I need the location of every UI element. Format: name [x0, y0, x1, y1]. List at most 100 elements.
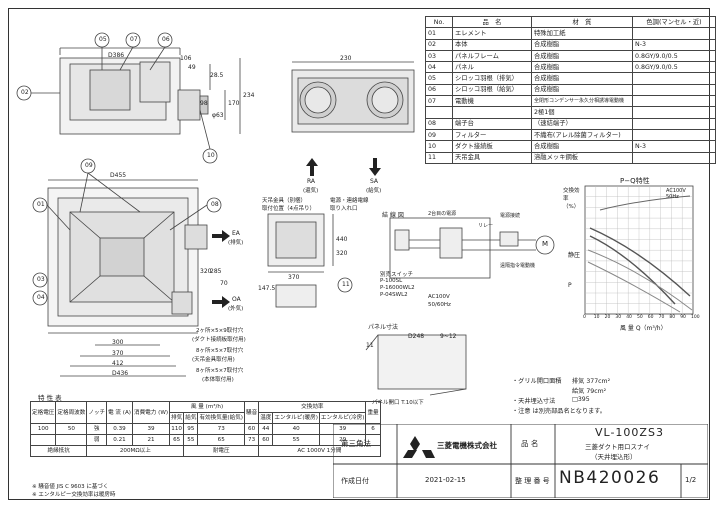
pq-xtick-label: 0 — [583, 315, 586, 320]
parts-cell: 合成樹脂 — [531, 49, 633, 63]
title-block: 第三角法 三菱電機株式会社 品 名 VL-100ZS3 三菱ダクト用ロスナイ （… — [333, 424, 708, 498]
parts-cell: フィルター — [452, 128, 532, 142]
parts-header-cell: No. — [425, 15, 453, 29]
parts-cell — [452, 106, 532, 119]
panel-title: パネル寸法 — [368, 324, 399, 331]
sa-label: SA — [370, 178, 379, 185]
parts-cell: エレメント — [452, 27, 532, 40]
parts-cell: 合成樹脂 — [531, 61, 633, 74]
wiring-relay: リレー — [478, 223, 494, 229]
tb-date: 2021-02-15 — [425, 476, 466, 484]
callout-08: 08 — [211, 201, 219, 208]
parts-cell: 0.8GY/9.0/0.5 — [632, 49, 716, 63]
parts-cell: 合成樹脂 — [531, 140, 633, 153]
wiring-sw2: P-16000WL2 — [380, 285, 415, 291]
spec-cell — [55, 434, 88, 446]
pq-xtick-label: 40 — [626, 315, 632, 320]
tb-number: NB420026 — [559, 468, 661, 488]
spec-cell: 交換効率 — [258, 401, 367, 413]
parts-header-cell: 品 名 — [452, 15, 532, 29]
parts-header-row: No.品 名材 質色調(マンセル・近) — [425, 15, 716, 29]
callout-04: 04 — [37, 294, 45, 301]
panel-d248: D248 — [408, 333, 425, 340]
callout-06: 06 — [162, 36, 170, 43]
wiring-cap2: 遠隔指令電動機 — [500, 263, 536, 269]
hole3-sub: (本体取付用) — [202, 377, 234, 383]
callout-11: 11 — [342, 281, 350, 288]
wiring-title: 結 線 図 — [382, 212, 404, 219]
spec-cell: 44 — [258, 423, 274, 435]
parts-cell: 電動機 — [452, 95, 532, 108]
pq-xtick-label: 70 — [658, 315, 665, 320]
spec-cell: 50 — [55, 423, 88, 435]
hanger-power2: 取り入れ口 — [330, 206, 358, 212]
parts-cell — [632, 128, 716, 142]
spec-cell: 弱 — [86, 434, 108, 446]
parts-header-cell: 材 質 — [531, 15, 633, 29]
hole1-note: 2ヶ所×5×9取付穴 — [196, 328, 244, 334]
pq-xtick-label: 80 — [669, 315, 676, 320]
parts-cell: シロッコ羽根（給気） — [452, 83, 532, 97]
spec-cell: 200MΩ以上 — [86, 445, 185, 457]
dim-70: 70 — [220, 280, 228, 287]
spec-foot3: ※ エンタルピー交換効率は暖房時 — [32, 492, 116, 498]
parts-cell: N-3 — [632, 140, 716, 153]
spec-cell: 給気 — [183, 412, 199, 424]
parts-cell: 全閉形コンデンサー永久分相誘導電動機 — [531, 95, 633, 108]
spec-header-row: 排気給気有効換気量(給気)温度エンタルピ(暖房)エンタルピ(冷房) — [31, 412, 381, 424]
grill-line2-val: □395 — [572, 396, 590, 403]
parts-cell: 天吊金具 — [452, 151, 532, 164]
grill-line1-a: 排気 377cm² — [572, 378, 611, 385]
parts-cell: シロッコ羽根（排気） — [452, 72, 532, 85]
parts-cell: パネルフレーム — [452, 49, 532, 63]
drawing-frame — [8, 8, 710, 500]
pq-ylabel2: 静圧 — [568, 252, 581, 259]
wiring-sw3: P-04SWL2 — [380, 292, 408, 298]
hanger-370: 370 — [288, 274, 300, 281]
spec-cell: エンタルピ(暖房) — [272, 412, 320, 424]
dim-285b: 285 — [210, 268, 222, 275]
parts-cell — [632, 27, 716, 40]
spec-cell: 73 — [243, 434, 260, 446]
pq-title: P−Q特性 — [620, 177, 650, 185]
dim-370: 370 — [112, 350, 124, 357]
grill-line1-b: 給気 79cm² — [572, 388, 607, 395]
dim-d436: D436 — [112, 370, 129, 377]
pq-xtick-label: 30 — [615, 315, 622, 320]
wiring-hz: 50/60Hz — [428, 302, 451, 308]
parts-cell: 合成樹脂 — [531, 38, 633, 51]
spec-cell: 重量 — [365, 401, 381, 424]
parts-cell — [632, 117, 716, 130]
hole1-sub: (ダクト接続板取付用) — [192, 337, 246, 343]
grill-line1-label: ・グリル開口面積 — [512, 378, 562, 385]
tb-company: 三菱電機株式会社 — [437, 441, 497, 450]
hanger-320: 320 — [336, 250, 348, 257]
spec-cell: 有効換気量(給気) — [197, 412, 245, 424]
hole2-note: 8ヶ所×5×7取付穴 — [196, 348, 244, 354]
spec-cell: 39 — [131, 423, 171, 435]
ea-arrow-icon — [212, 230, 230, 242]
parts-row: 2極1個 — [425, 106, 716, 119]
spec-cell: 風 量 (m³/h) — [169, 401, 245, 413]
dim-300: 300 — [112, 339, 124, 346]
parts-cell: 06 — [425, 83, 453, 97]
tb-model: VL-100ZS3 — [595, 426, 664, 439]
spec-cell: 65 — [197, 434, 245, 446]
parts-cell: ダクト接続板 — [452, 140, 532, 153]
spec-cell: 73 — [197, 423, 245, 435]
grill-line3: ・注意 は別売部品名となります。 — [512, 408, 606, 415]
dim-285: 28.5 — [210, 72, 224, 79]
pq-xtick-label: 100 — [691, 315, 700, 320]
spec-cell: 0.39 — [106, 423, 133, 435]
pq-ylabel3: P — [568, 282, 572, 289]
tb-num-label: 整 理 番 号 — [515, 477, 550, 485]
parts-cell: 04 — [425, 61, 453, 74]
mitsubishi-logo-icon — [403, 436, 435, 458]
parts-cell: 05 — [425, 72, 453, 85]
